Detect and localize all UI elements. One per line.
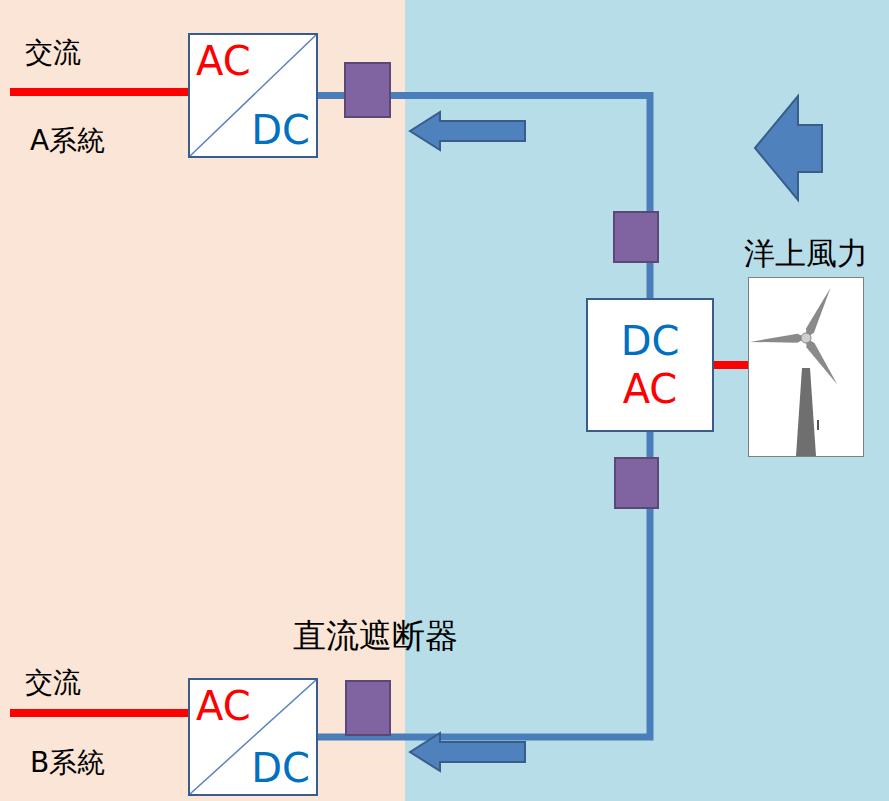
flow-arrow — [410, 112, 525, 150]
converter-text: DC — [621, 319, 680, 363]
dc-breaker — [615, 458, 658, 508]
dc-breaker — [345, 63, 390, 117]
dc-breaker — [346, 681, 390, 735]
ac-label: 交流 — [25, 38, 81, 69]
breaker-label: 直流遮断器 — [293, 618, 458, 654]
slash-line — [190, 35, 316, 156]
ac-wire — [10, 709, 190, 717]
converter-text: DC — [251, 746, 310, 790]
dc-breaker — [614, 212, 658, 262]
dc-cable — [318, 432, 650, 737]
turbine-door — [817, 420, 819, 430]
flow-arrow — [755, 96, 822, 200]
dc-ac-converter: DCAC — [586, 298, 714, 432]
converter-text: AC — [196, 684, 251, 728]
ac-dc-converter: ACDC — [188, 33, 318, 158]
flow-arrow — [410, 733, 525, 771]
turbine-frame — [748, 277, 864, 457]
ac-wire — [10, 88, 190, 96]
dc-cable — [318, 96, 650, 299]
turbine-rotor — [750, 286, 842, 387]
ac-label: 交流 — [25, 668, 81, 699]
turbine-blade — [750, 333, 807, 347]
converter-text: AC — [623, 367, 678, 411]
turbine-tower — [796, 368, 816, 456]
wind-turbine-box: 洋上風力 — [748, 277, 864, 457]
grid-label: A系統 — [30, 126, 105, 157]
turbine-blade — [802, 336, 841, 387]
turbine-blade — [802, 286, 834, 341]
ac-region — [0, 0, 405, 801]
converter-text: AC — [196, 39, 251, 83]
ac-dc-converter: ACDC — [188, 678, 318, 796]
turbine-hub — [801, 333, 811, 343]
node-title: 洋上風力 — [744, 236, 868, 270]
grid-label: B系統 — [30, 748, 105, 779]
converter-text: DC — [251, 108, 310, 152]
slash-line — [190, 680, 316, 794]
ac-link — [714, 361, 748, 369]
